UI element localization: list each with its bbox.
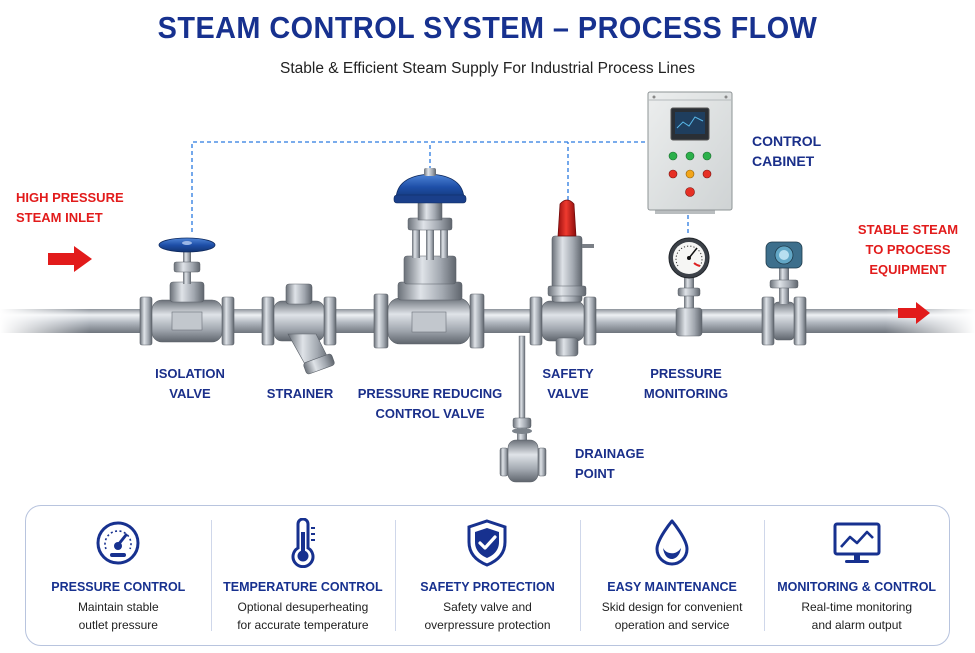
water-drop-icon <box>580 518 765 568</box>
safety-valve-label: SAFETY VALVE <box>542 364 593 404</box>
control-cabinet <box>647 91 733 214</box>
inlet-arrow-icon <box>48 246 92 272</box>
feature-desc-line-1: Safety valve and <box>443 600 532 614</box>
feature-easy-maintenance: EASY MAINTENANCE Skid design for conveni… <box>579 506 765 645</box>
feature-desc-line-2: for accurate temperature <box>237 618 369 632</box>
outlet-label: STABLE STEAM TO PROCESS EQUIPMENT <box>858 220 958 280</box>
control-cabinet-label-line-2: CABINET <box>752 153 815 169</box>
pressure-monitoring-label-line-1: PRESSURE <box>650 366 722 381</box>
drainage-point-label-line-1: DRAINAGE <box>575 446 645 461</box>
inlet-label-line-1: HIGH PRESSURE <box>16 190 124 205</box>
flow-transmitter <box>761 241 807 346</box>
safety-valve-label-line-2: VALVE <box>547 386 589 401</box>
feature-description: Optional desuperheating for accurate tem… <box>211 598 396 634</box>
inlet-label: HIGH PRESSURE STEAM INLET <box>16 188 124 228</box>
page-title: STEAM CONTROL SYSTEM – PROCESS FLOW <box>157 10 818 45</box>
pressure-gauge <box>668 237 710 337</box>
inlet-label-line-2: STEAM INLET <box>16 210 103 225</box>
control-cabinet-label-line-1: CONTROL <box>752 133 822 149</box>
feature-description: Skid design for convenient operation and… <box>580 598 765 634</box>
pressure-reducing-valve <box>373 168 485 349</box>
feature-desc-line-1: Optional desuperheating <box>237 600 369 614</box>
outlet-arrow-icon <box>898 302 930 324</box>
feature-desc-line-1: Skid design for convenient <box>601 600 743 614</box>
isolation-valve-label: ISOLATION VALVE <box>155 364 225 404</box>
safety-valve <box>529 199 597 357</box>
safety-valve-label-line-1: SAFETY <box>542 366 594 381</box>
feature-title: EASY MAINTENANCE <box>607 580 737 594</box>
feature-description: Maintain stable outlet pressure <box>26 598 211 634</box>
page-subtitle: Stable & Efficient Steam Supply For Indu… <box>280 60 695 77</box>
pressure-monitoring-label-line-2: MONITORING <box>643 386 729 401</box>
strainer-label: STRAINER <box>267 384 333 404</box>
monitor-chart-icon <box>764 518 949 568</box>
feature-description: Real-time monitoring and alarm output <box>764 598 949 634</box>
signal-lines <box>191 141 689 236</box>
feature-desc-line-2: and alarm output <box>811 618 902 632</box>
isolation-valve <box>139 237 235 346</box>
feature-description: Safety valve and overpressure protection <box>395 598 580 634</box>
feature-title: SAFETY PROTECTION <box>420 580 555 594</box>
isolation-valve-label-line-2: VALVE <box>169 386 211 401</box>
control-cabinet-label: CONTROL CABINET <box>752 131 821 171</box>
pressure-reducing-valve-label: PRESSURE REDUCING CONTROL VALVE <box>358 384 502 424</box>
gauge-icon <box>26 518 211 568</box>
drainage-point-label: DRAINAGE POINT <box>575 444 644 484</box>
strainer <box>261 283 337 375</box>
signal-line-isolation <box>191 141 648 232</box>
feature-desc-line-2: operation and service <box>614 618 730 632</box>
feature-pressure-control: PRESSURE CONTROL Maintain stable outlet … <box>26 506 211 645</box>
feature-desc-line-2: overpressure protection <box>424 618 551 632</box>
isolation-valve-label-line-1: ISOLATION <box>155 366 225 381</box>
feature-desc-line-2: outlet pressure <box>78 618 158 632</box>
feature-title: PRESSURE CONTROL <box>51 580 186 594</box>
feature-temperature-control: TEMPERATURE CONTROL Optional desuperheat… <box>210 506 396 645</box>
thermometer-icon <box>211 518 396 568</box>
outlet-label-line-3: EQUIPMENT <box>869 262 947 277</box>
outlet-label-line-1: STABLE STEAM <box>857 222 959 237</box>
outlet-label-line-2: TO PROCESS <box>865 242 951 257</box>
pressure-monitoring-label: PRESSURE MONITORING <box>644 364 728 404</box>
feature-monitoring-control: MONITORING & CONTROL Real-time monitorin… <box>764 506 949 645</box>
flow-arrows <box>48 246 930 324</box>
prv-label-line-1: PRESSURE REDUCING <box>357 386 503 401</box>
feature-desc-line-1: Maintain stable <box>77 600 159 614</box>
shield-check-icon <box>395 518 580 568</box>
feature-title: MONITORING & CONTROL <box>777 580 937 594</box>
feature-safety-protection: SAFETY PROTECTION Safety valve and overp… <box>395 506 580 645</box>
prv-label-line-2: CONTROL VALVE <box>375 406 485 421</box>
drainage-point-label-line-2: POINT <box>575 466 615 481</box>
strainer-label-line-1: STRAINER <box>266 386 334 401</box>
feature-desc-line-1: Real-time monitoring <box>801 600 913 614</box>
feature-title: TEMPERATURE CONTROL <box>223 580 383 594</box>
features-panel: PRESSURE CONTROL Maintain stable outlet … <box>25 505 950 646</box>
drainage-point <box>499 335 547 483</box>
